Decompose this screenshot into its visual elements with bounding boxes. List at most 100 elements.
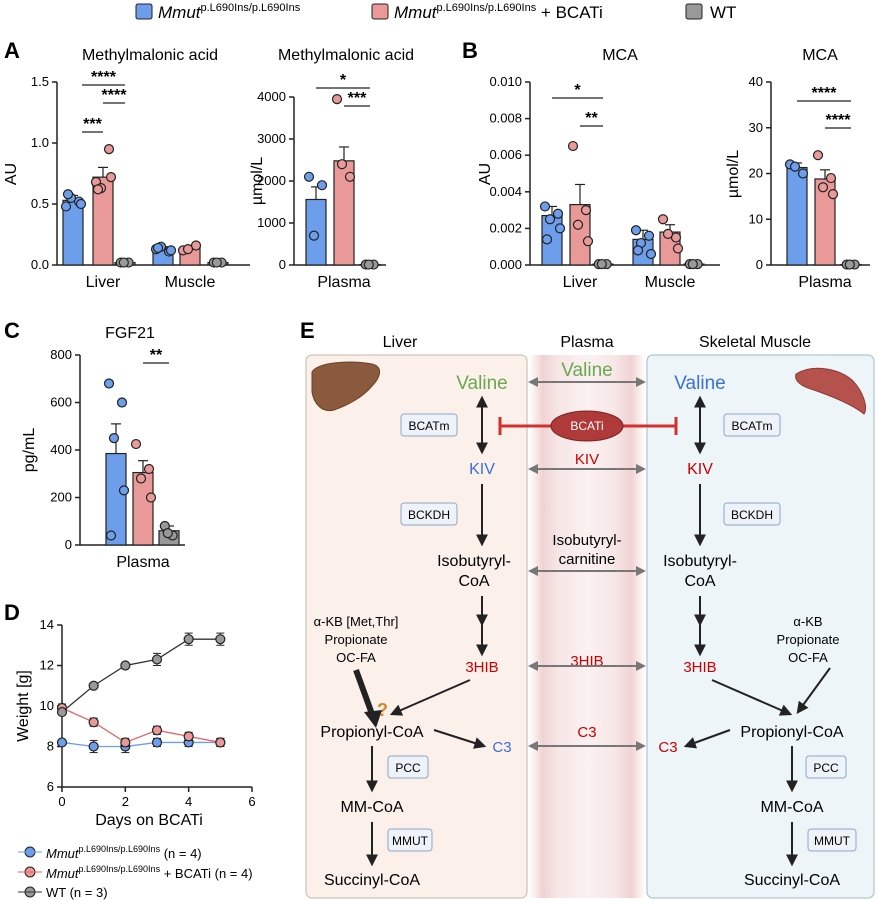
data-point xyxy=(88,680,99,691)
chart-title: MCA xyxy=(802,47,838,64)
x-tick-label: 2 xyxy=(122,794,129,809)
liver-source-1: α-KB [Met,Thr] xyxy=(314,614,399,629)
y-tick-label: 600 xyxy=(50,395,72,410)
data-point xyxy=(336,159,348,170)
liver-kiv: KIV xyxy=(469,461,495,478)
liver-organ-icon xyxy=(311,361,380,412)
y-tick-label: 0.006 xyxy=(489,147,522,162)
category-label: Plasma xyxy=(798,274,851,291)
liver-c3: C3 xyxy=(492,739,511,756)
y-tick-label: 20 xyxy=(749,166,763,181)
data-point xyxy=(596,258,607,270)
data-point xyxy=(151,654,163,665)
data-point xyxy=(56,706,68,718)
data-point xyxy=(797,168,809,179)
header-muscle: Skeletal Muscle xyxy=(699,334,811,351)
y-tick-label: 0 xyxy=(279,257,286,272)
liver-compartment xyxy=(305,354,528,899)
data-point xyxy=(303,171,315,182)
data-point xyxy=(687,258,698,270)
data-point xyxy=(105,172,117,183)
legend-swatch-bcat xyxy=(371,3,389,20)
y-tick-label: 40 xyxy=(749,74,763,89)
muscle-pcc: PCC xyxy=(813,761,839,775)
weight-legend-2: Mmutp.L690Ins/p.L690Ins + BCATi (n = 4) xyxy=(46,864,253,881)
legend-swatch-mut xyxy=(135,3,153,20)
data-point xyxy=(630,225,642,236)
panel-label-e: E xyxy=(300,318,315,343)
pathway-diagram: Liver Plasma Skeletal Muscle Valine Vali… xyxy=(305,334,875,899)
y-tick-label: 6 xyxy=(47,779,54,794)
data-point xyxy=(632,245,644,256)
y-tick-label: 30 xyxy=(749,120,763,135)
data-point xyxy=(120,737,131,748)
data-point xyxy=(215,634,226,645)
data-point xyxy=(572,219,584,230)
y-tick-label: 14 xyxy=(40,617,54,632)
muscle-isobutyryl-coa-1: Isobutyryl- xyxy=(663,553,737,570)
plasma-valine: Valine xyxy=(561,360,612,381)
bar xyxy=(132,471,154,546)
liver-3hib: 3HIB xyxy=(465,659,498,676)
data-point xyxy=(580,205,592,216)
liver-source-2: Propionate xyxy=(325,632,388,647)
muscle-valine: Valine xyxy=(674,373,725,394)
legend: Mmutp.L690Ins/p.L690Ins Mmutp.L690Ins/p.… xyxy=(135,2,736,22)
data-point xyxy=(118,257,129,268)
y-tick-label: 10 xyxy=(749,211,763,226)
muscle-mmut: MMUT xyxy=(814,834,851,848)
y-tick-label: 0.008 xyxy=(489,111,522,126)
y-tick-label: 12 xyxy=(40,658,54,673)
y-tick-label: 1000 xyxy=(257,215,286,230)
category-label: Plasma xyxy=(116,554,169,571)
data-point xyxy=(789,161,801,172)
data-point xyxy=(552,208,564,219)
liver-isobutyryl-coa-1: Isobutyryl- xyxy=(437,553,511,570)
y-tick-label: 8 xyxy=(47,739,54,754)
legend-label-mut: Mmutp.L690Ins/p.L690Ins xyxy=(158,2,301,22)
muscle-source-3: OC-FA xyxy=(788,650,828,665)
y-tick-label: 1.5 xyxy=(31,74,49,89)
chart-title: Methylmalonic acid xyxy=(82,47,218,64)
data-point xyxy=(539,201,551,212)
muscle-c3: C3 xyxy=(658,739,677,756)
muscle-3hib: 3HIB xyxy=(683,659,716,676)
panel-label-d: D xyxy=(4,600,20,625)
x-tick-label: 0 xyxy=(58,794,65,809)
bcati-inhibitor xyxy=(550,410,624,442)
x-tick-label: 6 xyxy=(248,794,255,809)
y-tick-label: 0.000 xyxy=(489,257,522,272)
data-point xyxy=(344,171,356,182)
data-point xyxy=(135,473,147,484)
plasma-compartment xyxy=(529,355,645,898)
significance-label: * xyxy=(574,82,581,99)
significance-label: **** xyxy=(102,87,128,104)
y-tick-label: 4000 xyxy=(257,89,286,104)
weight-legend: Mmutp.L690Ins/p.L690Ins (n = 4) Mmutp.L6… xyxy=(18,844,253,900)
data-point xyxy=(88,741,99,752)
legend-label-bcat: Mmutp.L690Ins/p.L690Ins + BCATi xyxy=(394,2,603,22)
data-point xyxy=(316,180,328,191)
bcati-label: BCATi xyxy=(570,419,603,433)
liver-bckdh: BCKDH xyxy=(408,508,450,522)
significance-label: **** xyxy=(91,69,117,86)
data-point xyxy=(183,634,194,645)
data-point xyxy=(103,378,115,389)
y-tick-label: 0.004 xyxy=(489,184,522,199)
panel-label-c: C xyxy=(4,318,20,343)
weight-legend-1: Mmutp.L690Ins/p.L690Ins (n = 4) xyxy=(46,844,202,861)
data-point xyxy=(151,725,163,736)
muscle-organ-icon xyxy=(795,367,866,415)
y-axis-label: µmol/L xyxy=(725,150,742,198)
y-tick-label: 0.010 xyxy=(489,74,522,89)
data-point xyxy=(643,230,655,241)
data-point xyxy=(62,189,74,200)
data-point xyxy=(118,485,130,496)
data-point xyxy=(662,228,674,239)
y-tick-label: 200 xyxy=(50,490,72,505)
y-axis-label: Weight [g] xyxy=(15,670,32,742)
category-label: Muscle xyxy=(165,274,216,291)
significance-label: **** xyxy=(826,112,852,129)
